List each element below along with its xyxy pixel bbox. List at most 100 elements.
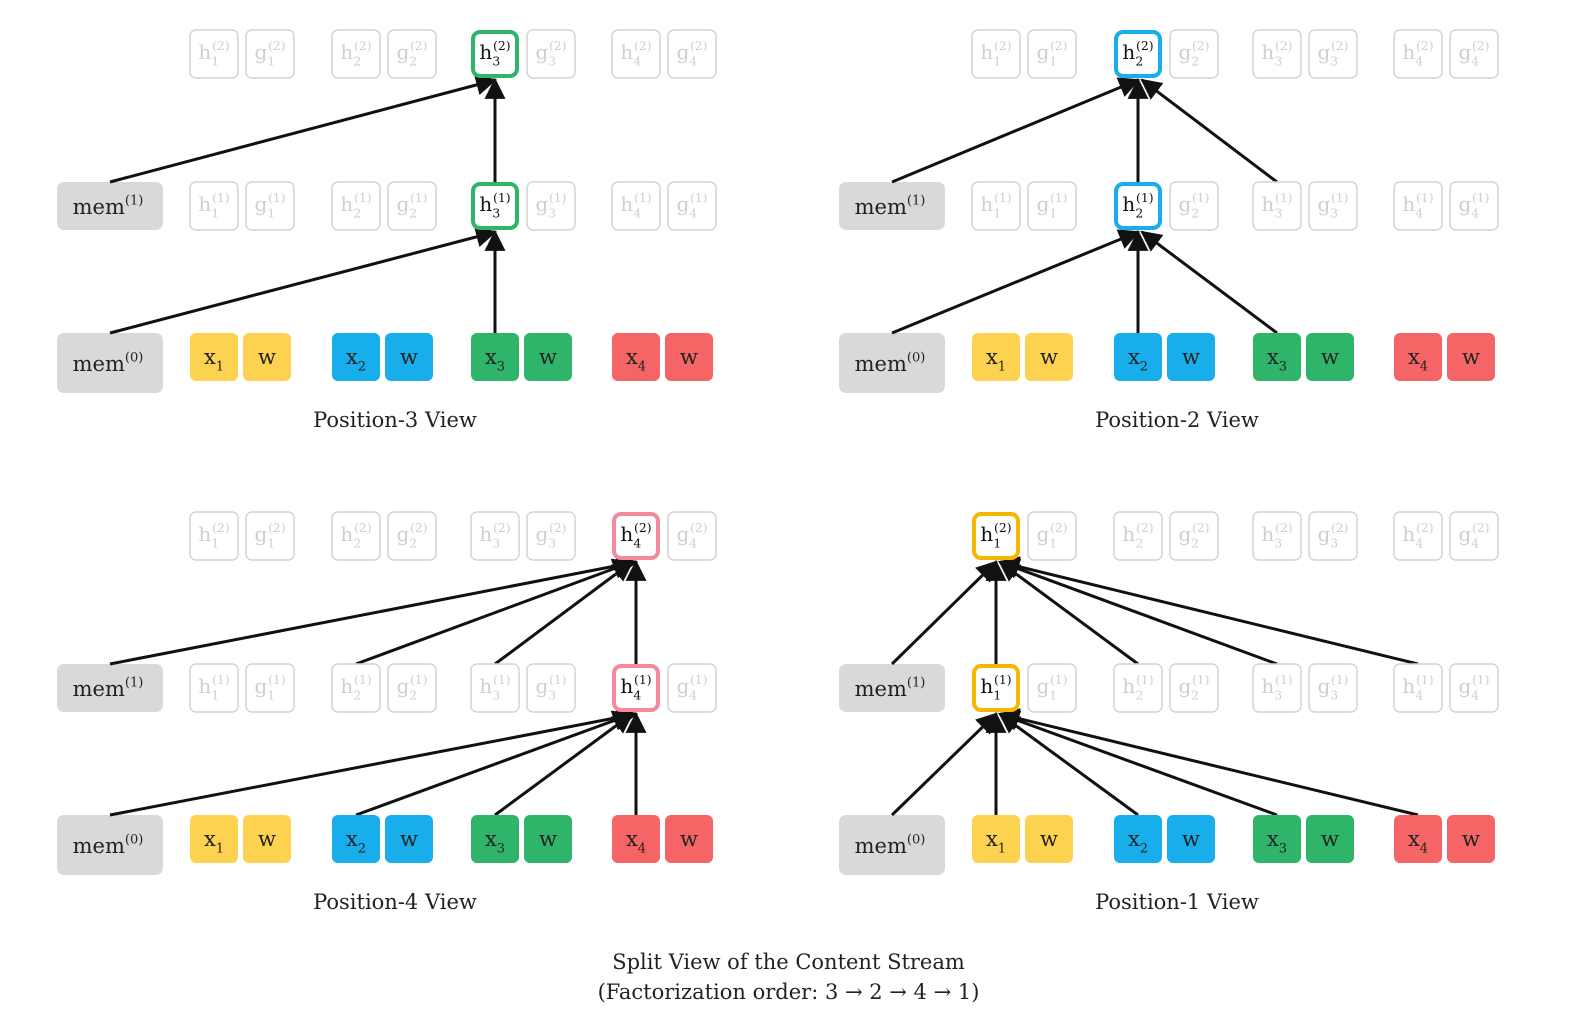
x2-label: x2 xyxy=(346,345,366,375)
arrow-x4-to-h1 xyxy=(997,708,1419,817)
token-w3: w xyxy=(1306,333,1354,381)
h2-3-label: h3(2) xyxy=(479,38,510,69)
h2-2-label: h2(2) xyxy=(340,520,371,551)
token-x1: x1 xyxy=(972,815,1020,863)
caption-position-1-view: Position-1 View xyxy=(1095,890,1259,914)
h2-1-label: h1(2) xyxy=(198,38,229,69)
x1-label: x1 xyxy=(986,345,1006,375)
g1-4-label: g4(1) xyxy=(676,190,707,221)
g2-3: g3(2) xyxy=(1308,511,1358,561)
g2-4-label: g4(2) xyxy=(1458,520,1489,551)
w-label: w xyxy=(1462,345,1480,369)
mem1-box: mem(1) xyxy=(839,664,945,712)
g1-4-label: g4(1) xyxy=(676,672,707,703)
w-label: w xyxy=(1040,345,1058,369)
x4-label: x4 xyxy=(626,345,646,375)
arrow-h1-3-to-h2 xyxy=(494,560,634,666)
x2-label: x2 xyxy=(1128,345,1148,375)
h2-3: h3(2) xyxy=(471,30,519,78)
h1-1-label: h1(1) xyxy=(980,190,1011,221)
arrow-mem0-to-h1 xyxy=(890,712,998,817)
g2-1-label: g1(2) xyxy=(254,520,285,551)
caption-position-3-view: Position-3 View xyxy=(313,408,477,432)
g1-3-label: g3(1) xyxy=(535,190,566,221)
attention-arrows xyxy=(890,556,1419,817)
g1-1: g1(1) xyxy=(1027,663,1077,713)
g2-4: g4(2) xyxy=(1449,29,1499,79)
x3-label: x3 xyxy=(485,345,505,375)
arrow-mem1-to-h2 xyxy=(109,555,639,666)
mem0-box: mem(0) xyxy=(839,333,945,393)
h1-3: h3(1) xyxy=(1252,181,1302,231)
h1-1: h1(1) xyxy=(189,663,239,713)
h1-3-label: h3(1) xyxy=(479,190,510,221)
g2-3-label: g3(2) xyxy=(535,38,566,69)
mem1-box: mem(1) xyxy=(57,664,163,712)
g1-3-label: g3(1) xyxy=(535,672,566,703)
h2-4: h4(2) xyxy=(611,29,661,79)
w-label: w xyxy=(539,345,557,369)
token-w2: w xyxy=(1167,333,1215,381)
x3-label: x3 xyxy=(1267,345,1287,375)
g1-3: g3(1) xyxy=(526,181,576,231)
mem1-label: mem(1) xyxy=(73,194,144,219)
g1-1-label: g1(1) xyxy=(254,190,285,221)
h1-1-label: h1(1) xyxy=(198,190,229,221)
token-w2: w xyxy=(385,815,433,863)
mem0-box: mem(0) xyxy=(57,815,163,875)
w-label: w xyxy=(1462,827,1480,851)
h2-3: h3(2) xyxy=(470,511,520,561)
token-x1: x1 xyxy=(972,333,1020,381)
h2-1: h1(2) xyxy=(972,512,1020,560)
x2-label: x2 xyxy=(346,827,366,857)
token-w4: w xyxy=(1447,815,1495,863)
token-w1: w xyxy=(243,815,291,863)
x4-label: x4 xyxy=(1408,827,1428,857)
arrow-h1-3-to-h2 xyxy=(998,558,1278,666)
x4-label: x4 xyxy=(1408,345,1428,375)
h1-4-label: h4(1) xyxy=(1402,190,1433,221)
x3-label: x3 xyxy=(485,827,505,857)
g1-2-label: g2(1) xyxy=(1178,190,1209,221)
arrow-mem0-to-h1 xyxy=(891,229,1140,335)
token-w1: w xyxy=(243,333,291,381)
w-label: w xyxy=(680,827,698,851)
h2-4: h4(2) xyxy=(1393,511,1443,561)
arrow-mem1-to-h2 xyxy=(891,77,1140,184)
w-label: w xyxy=(539,827,557,851)
g2-1-label: g1(2) xyxy=(1036,520,1067,551)
h2-4-label: h4(2) xyxy=(620,38,651,69)
w-label: w xyxy=(400,345,418,369)
arrow-h1-4-to-h2 xyxy=(997,556,1419,666)
token-x1: x1 xyxy=(190,815,238,863)
g1-4: g4(1) xyxy=(667,663,717,713)
h2-3-label: h3(2) xyxy=(479,520,510,551)
h1-1: h1(1) xyxy=(971,181,1021,231)
h1-3: h3(1) xyxy=(1252,663,1302,713)
g2-3-label: g3(2) xyxy=(535,520,566,551)
token-w3: w xyxy=(524,333,572,381)
g1-3-label: g3(1) xyxy=(1317,190,1348,221)
g2-2: g2(2) xyxy=(1169,29,1219,79)
g1-4: g4(1) xyxy=(1449,663,1499,713)
h1-2: h2(1) xyxy=(331,181,381,231)
h1-2-label: h2(1) xyxy=(1122,190,1153,221)
g2-1: g1(2) xyxy=(1027,511,1077,561)
h1-3: h3(1) xyxy=(471,182,519,230)
caption-position-4-view: Position-4 View xyxy=(313,890,477,914)
g2-3: g3(2) xyxy=(526,29,576,79)
g1-2: g2(1) xyxy=(1169,181,1219,231)
h2-3: h3(2) xyxy=(1252,511,1302,561)
mem0-label: mem(0) xyxy=(855,833,926,858)
